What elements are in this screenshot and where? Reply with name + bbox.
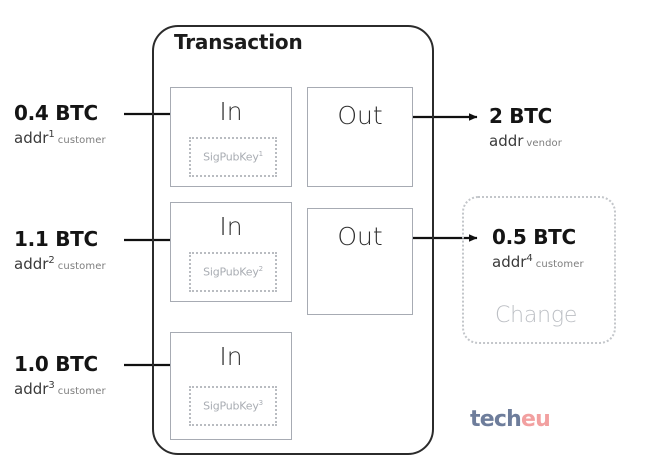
sigpubkey-box-3: SigPubKey3 xyxy=(189,386,277,426)
input-amount-3: 1.0 BTC addr3customer xyxy=(14,354,106,397)
sigpubkey-label-3: SigPubKey3 xyxy=(203,399,263,413)
output-amount-2: 0.5 BTC addr4customer xyxy=(492,227,584,270)
input-box-1-label: In xyxy=(219,97,243,126)
output-box-1[interactable]: Out xyxy=(307,87,413,187)
transaction-container xyxy=(152,25,434,455)
sigpubkey-label-2: SigPubKey2 xyxy=(203,265,263,279)
input-amount-1-value: 0.4 BTC xyxy=(14,101,98,125)
input-amount-2: 1.1 BTC addr2customer xyxy=(14,229,106,272)
sigpubkey-box-1: SigPubKey1 xyxy=(189,137,277,177)
output-box-1-label: Out xyxy=(337,101,383,130)
output-amount-1-value: 2 BTC xyxy=(489,104,552,128)
input-amount-2-address: addr2customer xyxy=(14,255,106,273)
input-amount-1-address: addr1customer xyxy=(14,129,106,147)
sigpubkey-box-2: SigPubKey2 xyxy=(189,252,277,292)
input-box-3[interactable]: In SigPubKey3 xyxy=(170,332,292,440)
techeu-logo: techeu xyxy=(470,407,551,432)
output-amount-2-value: 0.5 BTC xyxy=(492,225,576,249)
change-output-box xyxy=(462,196,616,344)
output-box-2[interactable]: Out xyxy=(307,208,413,315)
input-box-1[interactable]: In SigPubKey1 xyxy=(170,87,292,187)
output-amount-2-address: addr4customer xyxy=(492,253,584,271)
input-amount-1: 0.4 BTC addr1customer xyxy=(14,103,106,146)
sigpubkey-label-1: SigPubKey1 xyxy=(203,150,263,164)
logo-text-eu: eu xyxy=(520,407,551,432)
input-amount-2-value: 1.1 BTC xyxy=(14,227,98,251)
input-box-3-label: In xyxy=(219,342,243,371)
input-amount-3-address: addr3customer xyxy=(14,380,106,398)
input-amount-3-value: 1.0 BTC xyxy=(14,352,98,376)
output-box-2-label: Out xyxy=(337,222,383,251)
transaction-title: Transaction xyxy=(174,30,303,54)
input-box-2-label: In xyxy=(219,212,243,241)
change-label: Change xyxy=(495,303,578,328)
input-box-2[interactable]: In SigPubKey2 xyxy=(170,202,292,302)
logo-text-tech: tech xyxy=(470,407,522,432)
